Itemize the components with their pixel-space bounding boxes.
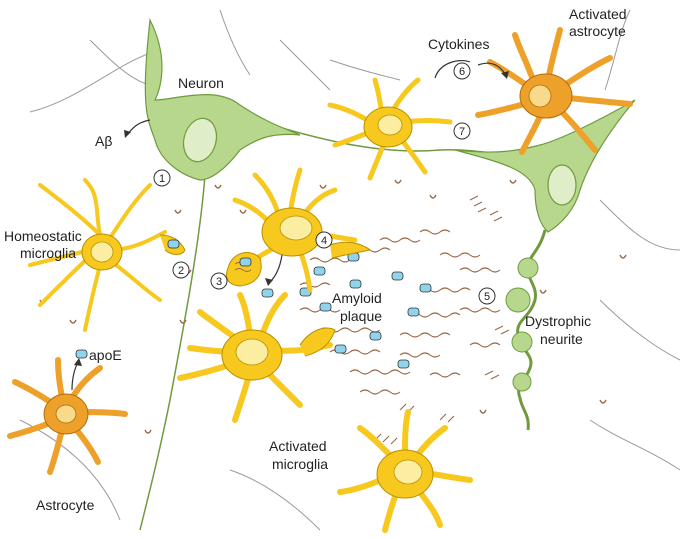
step-6-marker: 6: [453, 62, 471, 80]
step-7-number: 7: [459, 126, 465, 138]
cytokines-label: Cytokines: [428, 36, 489, 52]
step-2-number: 2: [178, 265, 184, 277]
step-3-number: 3: [216, 276, 222, 288]
activated-microglia-top: [327, 77, 453, 181]
homeostatic-microglia-label-2: microglia: [20, 245, 76, 261]
activated-astrocyte-label-1: Activated: [569, 6, 627, 22]
activated-microglia-label: Activated microglia: [269, 438, 328, 472]
step-5-marker: 5: [478, 287, 496, 305]
neuron-label: Neuron: [178, 75, 224, 91]
amyloid-plaque-label-2: plaque: [340, 308, 382, 324]
step-4-marker: 4: [315, 231, 333, 249]
activated-microglia-center: [226, 167, 372, 298]
abeta-release: Aβ: [95, 119, 151, 149]
step-7-marker: 7: [453, 122, 471, 140]
astrocyte: Astrocyte: [7, 357, 128, 513]
abeta-label: Aβ: [95, 133, 112, 149]
homeostatic-microglia-label-1: Homeostatic: [4, 228, 82, 244]
activated-microglia-bottom: [337, 409, 473, 533]
cytokines-signal: Cytokines: [428, 36, 509, 79]
apoe-secretion: apoE: [71, 347, 122, 391]
step-1-marker: 1: [153, 169, 171, 187]
plaque-label: Amyloid plaque: [332, 290, 382, 324]
step-4-number: 4: [321, 235, 327, 247]
homeostatic-microglia: Homeostatic microglia: [4, 178, 186, 332]
activated-astrocyte-label-2: astrocyte: [569, 23, 626, 39]
activated-microglia-label-2: microglia: [272, 456, 328, 472]
activated-astrocyte: Activated astrocyte: [475, 6, 633, 155]
step-3-marker: 3: [210, 272, 228, 290]
dystrophic-neurite-label-1: Dystrophic: [525, 313, 591, 329]
background-processes: [19, 9, 681, 531]
activated-microglia-label-1: Activated: [269, 438, 327, 454]
step-markers: 1 2 3 4 5 6 7: [153, 62, 496, 305]
dystrophic-neurite-label-2: neurite: [540, 331, 583, 347]
activated-microglia-left: [177, 292, 336, 423]
step-1-number: 1: [159, 173, 165, 185]
astrocyte-label: Astrocyte: [36, 497, 95, 513]
dystrophic-neuron: Dystrophic neurite: [454, 99, 636, 431]
apoe-label: apoE: [89, 347, 122, 363]
step-2-marker: 2: [172, 261, 190, 279]
plaque-apoe-deposits: [299, 252, 432, 369]
neuron: Neuron: [144, 17, 301, 181]
amyloid-plaque: [299, 195, 510, 445]
step-6-number: 6: [459, 66, 465, 78]
step-5-number: 5: [484, 291, 490, 303]
neuron-axons: [139, 119, 561, 531]
amyloid-plaque-label-1: Amyloid: [332, 290, 382, 306]
